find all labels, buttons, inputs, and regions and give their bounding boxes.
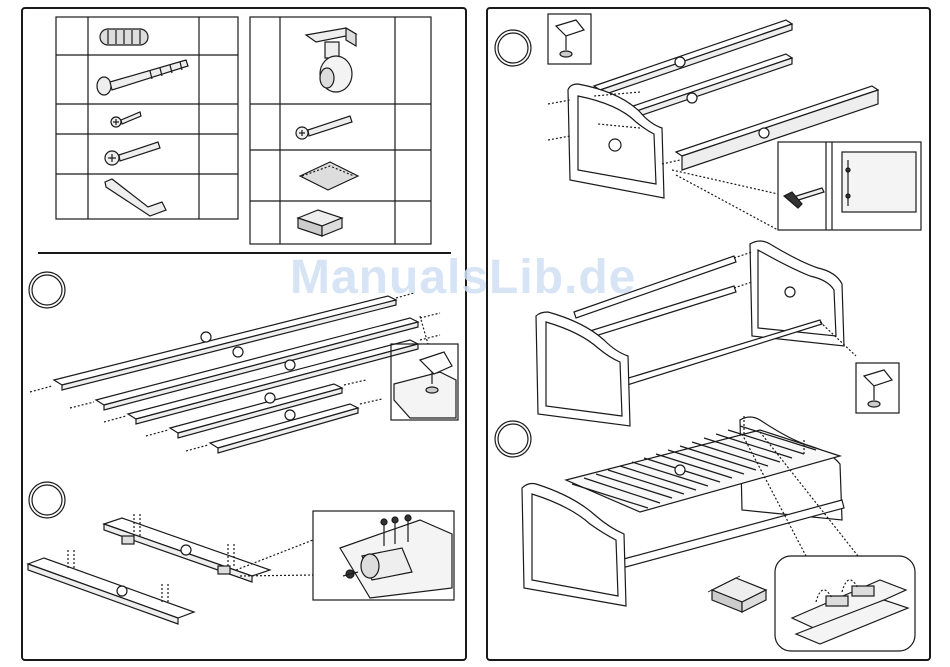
wood-screw-icon <box>105 142 160 165</box>
bed-frame-step-4 <box>536 241 844 426</box>
short-screw-icon <box>111 112 141 127</box>
step-2-badge <box>29 482 65 518</box>
caster-wheel-icon <box>306 28 356 92</box>
connector-bolt-icon <box>97 60 188 95</box>
step-5-badge <box>495 421 531 457</box>
glue-hint-icon <box>548 14 591 64</box>
glue-detail-box <box>391 344 458 420</box>
glue-bag-icon <box>300 162 358 190</box>
bed-with-slats <box>522 417 844 606</box>
dowel-icon <box>100 29 148 45</box>
parts-table-b <box>250 17 431 244</box>
glue-hint-icon-2 <box>856 363 899 413</box>
rails-with-dowels <box>54 296 418 453</box>
caster-detail-box <box>236 511 454 600</box>
caster-rails <box>28 518 270 624</box>
pad-block-detail <box>708 576 766 612</box>
parts-table-a <box>56 17 238 219</box>
allen-key-icon <box>105 179 166 216</box>
step-3-badge <box>495 30 531 66</box>
pad-block-icon <box>298 210 342 236</box>
slat-detail-box <box>775 556 915 651</box>
step-1-badge <box>29 272 65 308</box>
screw-icon <box>296 116 352 139</box>
